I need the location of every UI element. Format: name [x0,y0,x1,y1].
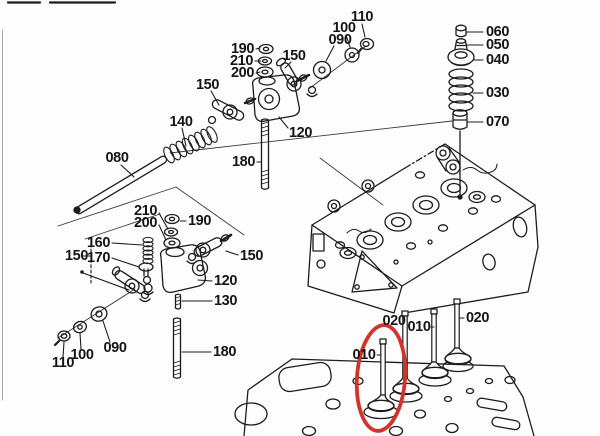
rocker-assembly-top-drawing [207,37,375,190]
part-label-120-mid: 120 [214,273,237,289]
leader-lines [62,23,484,358]
valve-3-drawing [421,308,449,380]
part-label-180-top: 180 [232,154,255,170]
line-art [2,1,539,436]
part-label-090-mid: 090 [104,340,127,356]
part-label-020-valve4: 020 [466,310,489,326]
part-label-020-valve2: 020 [383,313,406,329]
part-label-090-top: 090 [329,32,352,48]
scan-artifacts [2,1,117,401]
part-label-210-mid: 210 [134,203,157,219]
part-label-130: 130 [214,293,237,309]
part-label-060: 060 [486,24,509,40]
part-label-070: 070 [486,114,509,130]
part-label-010-valve1: 010 [353,347,376,363]
cylinder-block-drawing [234,358,535,436]
part-label-200-top: 200 [231,65,254,81]
part-label-100-mid: 100 [71,347,94,363]
part-label-170: 170 [87,250,110,266]
part-label-110-mid: 110 [52,355,75,371]
part-label-190-top: 190 [231,41,254,57]
part-label-180-mid: 180 [213,344,236,360]
part-label-100-top: 100 [333,20,356,36]
labels-layer: 0600500400300701101000901501902102001501… [52,9,510,371]
part-label-040: 040 [486,52,509,68]
part-040-retainer [447,48,475,67]
part-label-150-top-left: 150 [196,77,219,93]
rocker-assembly-mid-drawing [53,213,233,379]
valve-4-drawing [444,298,472,366]
part-label-010-valve3: 010 [408,319,431,335]
part-label-150-mid-right: 150 [240,248,263,264]
part-label-210-top: 210 [230,53,253,69]
valve-1-drawing [367,338,395,413]
part-label-200-mid: 200 [134,215,157,231]
cylinder-head-drawing [307,130,539,314]
part-label-150-top-right: 150 [283,48,306,64]
part-label-140: 140 [170,114,193,130]
part-030-spring [448,68,474,112]
highlight-ellipse [354,323,408,433]
spring-140-drawing [163,126,218,164]
part-label-150-mid-left: 150 [65,248,88,264]
part-label-080: 080 [106,150,129,166]
part-070-seal [452,109,468,130]
part-050-keepers [454,38,468,50]
part-label-110-top: 110 [351,9,374,25]
ghost-lines [57,45,453,339]
part-label-050: 050 [486,37,509,53]
part-label-190-mid: 190 [188,213,211,229]
valve-spring-stack-drawing [447,24,475,130]
part-label-120-top: 120 [289,125,312,141]
part-label-160: 160 [87,235,110,251]
part-label-030: 030 [486,85,509,101]
